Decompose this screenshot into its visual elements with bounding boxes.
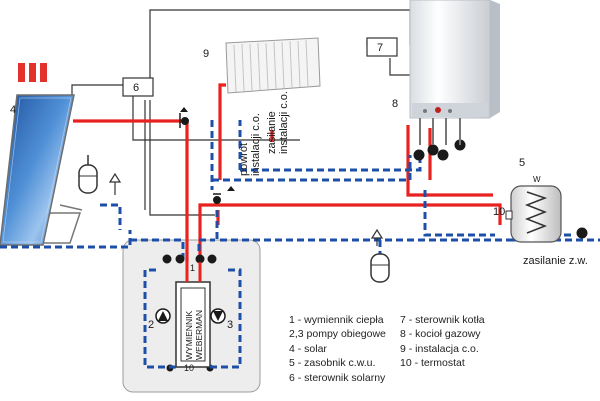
label-w: W	[533, 175, 541, 184]
svg-text:instalacji c.o.: instalacji c.o.	[250, 113, 262, 176]
label-3: 3	[227, 319, 233, 331]
expansion-vessel-water	[370, 253, 390, 283]
legend-item: 5 - zasobnik c.w.u.	[289, 357, 376, 370]
svg-text:WYMIENNIK: WYMIENNIK	[184, 311, 194, 360]
label-7: 7	[377, 42, 383, 54]
supply-line-label: zasilanie instalacji c.o.	[266, 91, 290, 154]
label-10: 10	[493, 206, 505, 218]
legend-left: 1 - wymiennik ciepła 2,3 pompy obiegowe …	[289, 313, 386, 385]
component-labels: 4 6 9 7 8 5 W 10 2 3 1 10 zasilanie z.w.	[10, 42, 588, 373]
label-zasilanie-zw: zasilanie z.w.	[523, 255, 588, 267]
legend-item: 6 - sterownik solarny	[289, 371, 386, 384]
air-vent-arrow-icon	[180, 107, 235, 191]
hot-water-tank	[510, 185, 562, 243]
svg-text:instalacji c.o.: instalacji c.o.	[278, 91, 290, 154]
boiler-controller	[366, 37, 398, 57]
legend-item: 7 - sterownik kotła	[400, 314, 485, 326]
legend-right: 7 - sterownik kotła 8 - kocioł gazowy 9 …	[400, 313, 485, 371]
svg-text:zasilanie: zasilanie	[266, 111, 278, 154]
svg-text:powrót: powrót	[238, 143, 250, 176]
label-2: 2	[148, 319, 154, 331]
gas-boiler	[409, 0, 500, 145]
exchanger-label: WYMIENNIK WEBERMAN	[184, 310, 204, 360]
label-6: 6	[133, 82, 139, 94]
legend-item: 1 - wymiennik ciepła	[289, 314, 384, 326]
legend-item: 9 - instalacja c.o.	[400, 342, 479, 355]
return-line-label: powrót instalacji c.o.	[238, 113, 262, 176]
label-4: 4	[10, 104, 16, 116]
legend-item: 8 - kocioł gazowy	[400, 328, 481, 341]
solar-collector	[0, 94, 83, 246]
legend-item: 2,3 pompy obiegowe	[289, 328, 386, 341]
svg-text:WEBERMAN: WEBERMAN	[194, 310, 204, 360]
legend-item: 10 - termostat	[400, 357, 465, 370]
thermostat	[505, 210, 513, 220]
solar-controller	[122, 77, 154, 97]
brand-logo	[18, 63, 47, 82]
label-9: 9	[203, 48, 209, 60]
safety-valve-icon	[108, 172, 384, 246]
plate-heat-exchanger	[143, 262, 242, 369]
radiator	[225, 37, 321, 94]
legend-item: 4 - solar	[289, 342, 327, 355]
label-8: 8	[392, 98, 398, 110]
expansion-vessel-solar	[78, 155, 98, 194]
control-wires	[71, 9, 420, 216]
label-1: 1	[190, 263, 195, 273]
circulation-pump-3	[210, 308, 226, 324]
label-5: 5	[519, 157, 525, 169]
label-10-bottom: 10	[184, 363, 194, 373]
circulation-pump-2	[155, 308, 171, 324]
